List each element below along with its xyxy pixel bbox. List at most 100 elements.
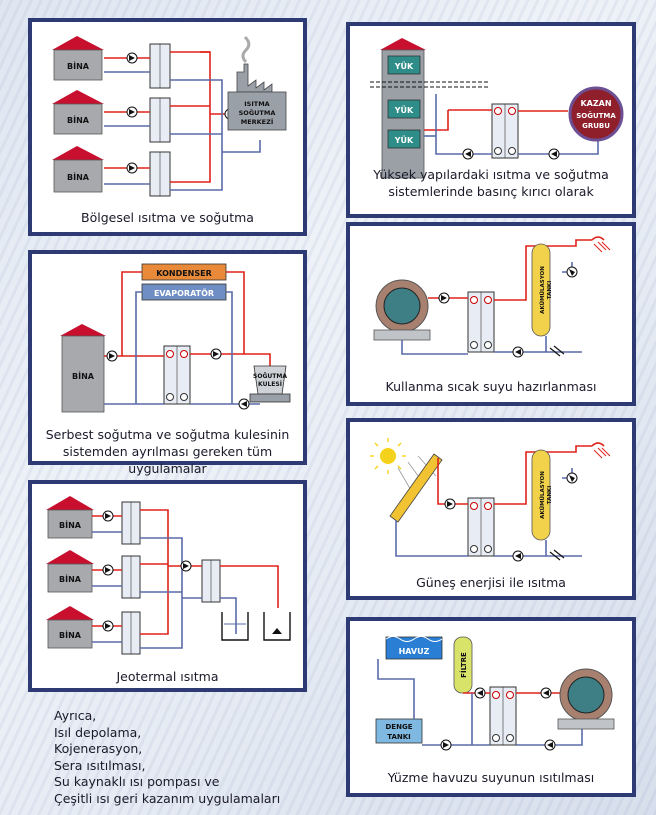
condenser-label: KONDENSER [156,269,212,278]
boiler-icon: KAZAN SOĞUTMA GRUBU [568,86,624,142]
shower-icon [591,236,611,253]
pump-icon [566,472,578,484]
heat-exchanger [121,501,141,545]
heat-exchanger [467,497,495,557]
pump-icon [544,739,556,751]
pump-icon [474,687,486,699]
hot-pipes [92,509,279,635]
pump-icon [102,564,114,576]
evaporator-box: EVAPORATÖR [141,283,227,301]
pump-icon [126,52,138,64]
building: BİNA [60,324,106,413]
building-label: BİNA [72,371,95,381]
sun-icon [370,438,406,474]
caption-line: sistemden ayrılması gereken tüm uygulama… [62,444,273,476]
highrise-diagram: YÜK YÜK YÜK KAZAN SOĞUT [370,38,624,179]
panel-geothermal: BİNA BİNA BİNA [28,480,307,692]
heat-exchanger [163,345,191,405]
pump-icon [102,510,114,522]
building-label: BİNA [67,172,90,182]
building: BİNA [52,146,104,193]
heat-exchanger [149,43,171,89]
valve-icon [549,549,565,561]
panel-highrise: YÜK YÜK YÜK KAZAN SOĞUT [346,22,636,218]
building: BİNA [46,550,94,593]
pool-diagram: HAVUZ FİLTRE DENGE TANKI [375,636,615,751]
condenser-box: KONDENSER [141,263,227,281]
caption-line: Serbest soğutma ve soğutma kulesinin [45,427,290,442]
heat-exchanger [121,611,141,655]
pump-icon [548,148,560,160]
heat-exchanger [121,555,141,599]
pump-icon [540,687,552,699]
pump-icon [106,350,118,362]
list-item: Ayrıca, [54,708,97,723]
load-label: YÜK [394,105,414,115]
tank-label: TANKI [547,486,553,505]
panel-solar: AKÜMÜLASYON TANKI Güneş enerjisi ile ısı… [346,418,636,600]
load-box: YÜK [387,55,421,75]
pool-label: HAVUZ [399,647,430,656]
heat-exchanger [489,686,517,746]
list-item: Çeşitli ısı geri kazanım uygulamaları [54,790,281,806]
filter-icon: FİLTRE [453,636,473,694]
heat-exchanger [467,291,495,353]
cold-pipes [377,659,583,746]
district-diagram: BİNA BİNA BİNA [52,35,287,197]
load-label: YÜK [394,135,414,145]
heat-exchanger [201,559,221,603]
balance-tank: DENGE TANKI [375,718,423,744]
accumulation-tank: AKÜMÜLASYON TANKI [531,243,553,337]
building-label: BİNA [67,61,90,71]
boiler-label: SOĞUTMA [576,111,616,120]
heat-exchanger [149,151,171,197]
other-applications-list: Ayrıca, Isıl depolama, Kojenerasyon, Ser… [54,708,280,807]
caption: Yüksek yapılardaki ısıtma ve soğutma sis… [350,166,632,200]
cold-pipes [401,262,582,355]
caption-line: sistemlerinde basınç kırıcı olarak [388,184,594,199]
pump-icon [238,398,250,410]
pump-icon [126,106,138,118]
list-item: Isıl depolama, [54,724,142,740]
tower-label: SOĞUTMA [253,373,287,380]
geothermal-diagram: BİNA BİNA BİNA [46,496,291,655]
pump-icon [444,498,456,510]
tank-label: DENGE [386,723,413,731]
pump-icon [210,348,222,360]
boiler-label: KAZAN [580,99,611,108]
list-item: Su kaynaklı ısı pompası ve [54,774,220,789]
load-label: YÜK [394,61,414,71]
pool-icon: HAVUZ [385,636,443,660]
caption: Serbest soğutma ve soğutma kulesinin sis… [32,426,303,477]
building-label: BİNA [59,520,82,530]
caption: Yüzme havuzu suyunun ısıtılması [387,770,595,785]
caption: Jeotermal ısıtma [116,669,219,684]
evaporator-label: EVAPORATÖR [154,288,214,298]
pump-icon [462,148,474,160]
well-icon [221,612,249,641]
tower-label: KULESİ [258,381,282,388]
pump-icon [126,162,138,174]
building-label: BİNA [59,574,82,584]
cold-pipes [92,531,237,649]
hot-pipes [424,109,568,131]
cold-pipes [104,291,260,405]
building-label: BİNA [59,630,82,640]
caption: Güneş enerjisi ile ısıtma [416,575,566,590]
pump-icon [438,292,450,304]
hot-pipes [437,445,592,505]
hotwater-diagram: AKÜMÜLASYON TANKI [373,236,611,358]
caption: Bölgesel ısıtma ve soğutma [81,210,254,225]
building: BİNA [52,90,104,135]
pump-icon [180,560,192,572]
solar-diagram: AKÜMÜLASYON TANKI [370,438,611,562]
filter-label: FİLTRE [459,652,468,678]
plant-label: MERKEZİ [241,117,274,126]
tank-label: AKÜMÜLASYON [539,266,546,314]
cooling-tower-icon: SOĞUTMA KULESİ [249,365,291,403]
tank-label: TANKI [387,733,411,741]
solar-collector [389,453,443,523]
pump-icon [566,266,578,278]
building-label: BİNA [67,115,90,125]
caption-line: Yüksek yapılardaki ısıtma ve soğutma [373,167,609,182]
